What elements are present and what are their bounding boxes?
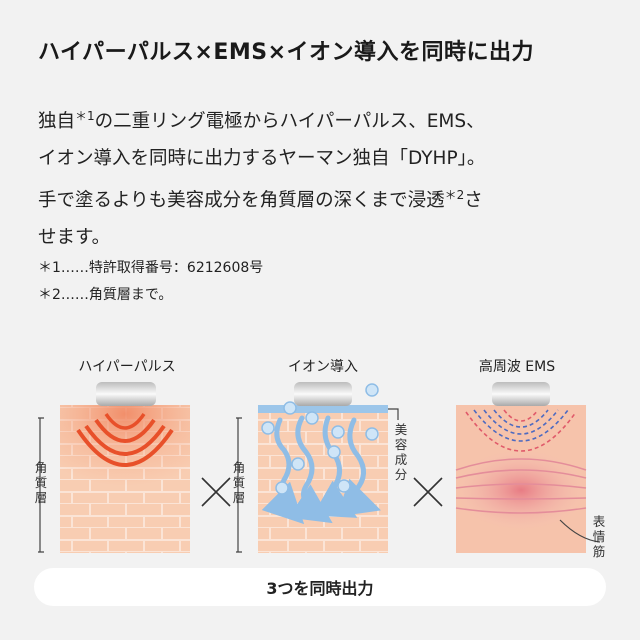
device-head bbox=[294, 382, 352, 406]
device-head bbox=[96, 382, 156, 406]
pulse-glow bbox=[60, 405, 190, 495]
label-beauty-ingredient: 美容成分 bbox=[394, 422, 408, 482]
description-line-3: 手で塗るよりも美容成分を角質層の深くまで浸透＊2さ bbox=[38, 177, 618, 219]
text-segment: 独自 bbox=[38, 111, 76, 132]
description: 独自＊1の二重リング電極からハイパーパルス、EMS、 イオン導入を同時に出力する… bbox=[38, 98, 618, 256]
ion-particle bbox=[305, 411, 319, 425]
ion-particle bbox=[261, 421, 275, 435]
ion-particle bbox=[327, 445, 341, 459]
footnote-mark-2: ＊2 bbox=[444, 188, 465, 202]
beauty-ingredient-layer bbox=[258, 405, 388, 413]
muscle-glow bbox=[455, 450, 587, 530]
pulse-wave bbox=[104, 412, 146, 430]
ion-arrow bbox=[288, 415, 333, 524]
footnote-1: ＊1……特許取得番号：6212608号 bbox=[38, 260, 264, 276]
footnote-2: ＊2……角質層まで。 bbox=[38, 287, 173, 303]
layer-bracket bbox=[38, 417, 44, 553]
muscle-fiber bbox=[455, 458, 587, 471]
muscle-leader-line bbox=[559, 519, 601, 543]
text-segment: さ bbox=[464, 190, 483, 211]
description-line-2: イオン導入を同時に出力するヤーマン独自「DYHP」。 bbox=[38, 148, 486, 169]
page-title: ハイパーパルス×EMS×イオン導入を同時に出力 bbox=[38, 40, 535, 65]
description-line-4: せます。 bbox=[38, 227, 111, 248]
muscle-fiber bbox=[455, 469, 587, 479]
text-segment: 手で塗るよりも美容成分を角質層の深くまで浸透 bbox=[38, 190, 445, 211]
ion-particle bbox=[337, 479, 351, 493]
muscle-fiber bbox=[455, 507, 587, 514]
panel-label-ion: イオン導入 bbox=[288, 359, 358, 375]
ion-arrow bbox=[312, 415, 358, 518]
footnotes: ＊1……特許取得番号：6212608号 ＊2……角質層まで。 bbox=[38, 255, 263, 309]
pulse-wave bbox=[84, 424, 166, 456]
ion-particle bbox=[365, 383, 379, 397]
label-facial-muscle: 表情筋 bbox=[592, 514, 606, 559]
device-head bbox=[492, 382, 550, 406]
ion-particle bbox=[283, 401, 297, 415]
description-line-1: 独自＊1の二重リング電極からハイパーパルス、EMS、 bbox=[38, 98, 618, 140]
ion-particle bbox=[365, 427, 379, 441]
ems-wave bbox=[483, 409, 559, 435]
muscle-fiber bbox=[455, 497, 587, 500]
ems-wave bbox=[493, 409, 549, 428]
ion-particle bbox=[291, 457, 305, 471]
ion-particle bbox=[275, 481, 289, 495]
panel-label-hyper-pulse: ハイパーパルス bbox=[78, 359, 176, 375]
panel-ion bbox=[258, 382, 399, 553]
panel-hyper-pulse bbox=[60, 382, 190, 553]
footnote-mark-1: ＊1 bbox=[75, 109, 95, 123]
panel-ems bbox=[455, 382, 601, 553]
ems-wave bbox=[473, 409, 569, 442]
text-segment: の二重リング電極からハイパーパルス、EMS、 bbox=[94, 111, 485, 132]
layer-bracket bbox=[236, 417, 242, 553]
muscle-fiber bbox=[455, 483, 587, 489]
pulse-wave bbox=[76, 428, 174, 467]
ems-wave bbox=[503, 409, 539, 422]
label-stratum-corneum: 角質層 bbox=[232, 460, 246, 505]
panel-label-ems: 高周波 EMS bbox=[478, 359, 556, 375]
ion-arrow bbox=[336, 417, 381, 517]
pulse-wave bbox=[94, 418, 156, 443]
multiply-sign bbox=[201, 477, 231, 507]
ion-particle bbox=[331, 425, 345, 439]
ingredient-leader-line bbox=[388, 408, 399, 420]
ems-wave bbox=[465, 411, 577, 452]
ion-arrow bbox=[261, 417, 305, 525]
label-stratum-corneum: 角質層 bbox=[34, 460, 48, 505]
multiply-sign bbox=[413, 477, 443, 507]
footer-banner: 3つを同時出力 bbox=[34, 568, 606, 606]
